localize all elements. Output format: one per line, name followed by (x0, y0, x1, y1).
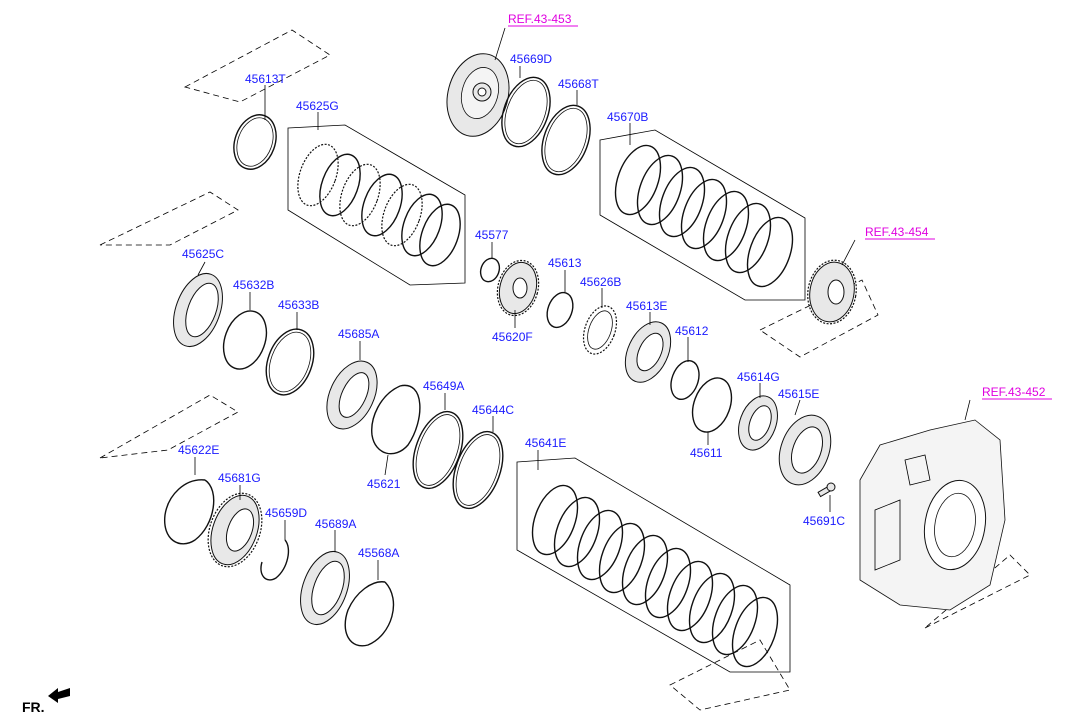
part-45633B-ring[interactable] (258, 323, 323, 402)
label-45681G[interactable]: 45681G (218, 471, 261, 485)
part-45670B-clutch-pack[interactable] (607, 139, 801, 292)
label-45625G[interactable]: 45625G (296, 99, 339, 113)
svg-text:FR.: FR. (22, 699, 45, 715)
label-45670B[interactable]: 45670B (607, 110, 648, 124)
front-arrow-icon (48, 688, 70, 703)
ref-43-453-label[interactable]: REF.43-453 (508, 12, 578, 27)
part-45659D-snap-ring[interactable] (260, 539, 290, 581)
part-45625C-drum[interactable] (164, 267, 231, 353)
label-45632B[interactable]: 45632B (233, 278, 274, 292)
ref-43-452-label[interactable]: REF.43-452 (982, 385, 1052, 400)
part-45620F-hub[interactable] (491, 256, 544, 320)
part-45625G-clutch-pack[interactable] (290, 139, 468, 271)
part-45681G-drum[interactable] (199, 486, 272, 575)
label-45611[interactable]: 45611 (690, 446, 723, 460)
part-45644C-plate[interactable] (444, 425, 513, 515)
label-45568A[interactable]: 45568A (358, 546, 399, 560)
label-45622E[interactable]: 45622E (178, 443, 219, 457)
pump-assembly-ref-43-453[interactable] (438, 47, 518, 144)
part-45621-snap-ring[interactable] (371, 384, 421, 455)
label-45614G[interactable]: 45614G (737, 370, 780, 384)
label-45577[interactable]: 45577 (475, 228, 509, 242)
label-45633B[interactable]: 45633B (278, 298, 319, 312)
part-45691C-bolt[interactable] (817, 482, 836, 498)
label-45685A[interactable]: 45685A (338, 327, 379, 341)
part-45632B-ring[interactable] (216, 305, 274, 375)
part-45669D-seal-ring[interactable] (493, 71, 559, 154)
label-45669D[interactable]: 45669D (510, 52, 552, 66)
front-direction-indicator: FR. (22, 688, 70, 715)
svg-text:REF.43-454: REF.43-454 (865, 225, 929, 239)
part-45685A-spring-retainer[interactable] (317, 353, 387, 437)
part-45668T-seal-ring[interactable] (533, 99, 599, 182)
label-45668T[interactable]: 45668T (558, 77, 599, 91)
part-45613E-piston[interactable] (616, 315, 679, 390)
label-45644C[interactable]: 45644C (472, 403, 514, 417)
part-45613-snap-ring[interactable] (543, 289, 578, 331)
part-45689A-plate[interactable] (291, 545, 358, 631)
part-45614G-plate[interactable] (732, 391, 785, 456)
label-45689A[interactable]: 45689A (315, 517, 356, 531)
part-45611-seal[interactable] (686, 373, 739, 438)
part-45626B-one-way-clutch[interactable] (577, 301, 622, 358)
label-45615E[interactable]: 45615E (778, 387, 819, 401)
ref-43-454-label[interactable]: REF.43-454 (865, 225, 935, 240)
transmission-case-ref-43-452[interactable] (859, 419, 1006, 611)
part-45649A-plate[interactable] (404, 405, 473, 495)
label-45659D[interactable]: 45659D (265, 506, 307, 520)
part-45577-ring[interactable] (477, 256, 502, 285)
group-boxes (287, 124, 806, 673)
gear-ref-43-454[interactable] (803, 256, 861, 327)
part-45641E-clutch-pack[interactable] (524, 479, 786, 672)
part-45622E-snap-ring[interactable] (164, 479, 215, 545)
part-number-labels: 45613T 45625G 45669D 45668T 45670B 45577… (178, 52, 845, 560)
dashed-group-outlines (99, 29, 1031, 711)
part-45615E-retainer[interactable] (770, 408, 840, 492)
leader-lines (194, 27, 971, 580)
label-45649A[interactable]: 45649A (423, 379, 464, 393)
label-45613[interactable]: 45613 (548, 256, 582, 270)
svg-text:REF.43-452: REF.43-452 (982, 385, 1046, 399)
label-45612[interactable]: 45612 (675, 324, 709, 338)
label-45691C[interactable]: 45691C (803, 514, 845, 528)
part-45612-seal[interactable] (666, 357, 704, 403)
label-45620F[interactable]: 45620F (492, 330, 533, 344)
label-45626B[interactable]: 45626B (580, 275, 621, 289)
label-45625C[interactable]: 45625C (182, 247, 224, 261)
label-45613E[interactable]: 45613E (626, 299, 667, 313)
part-45613T-snap-ring[interactable] (227, 109, 284, 175)
svg-text:REF.43-453: REF.43-453 (508, 12, 572, 26)
label-45641E[interactable]: 45641E (525, 436, 566, 450)
label-45621[interactable]: 45621 (367, 477, 401, 491)
label-45613T[interactable]: 45613T (245, 72, 286, 86)
part-45568A-snap-ring[interactable] (344, 581, 395, 647)
